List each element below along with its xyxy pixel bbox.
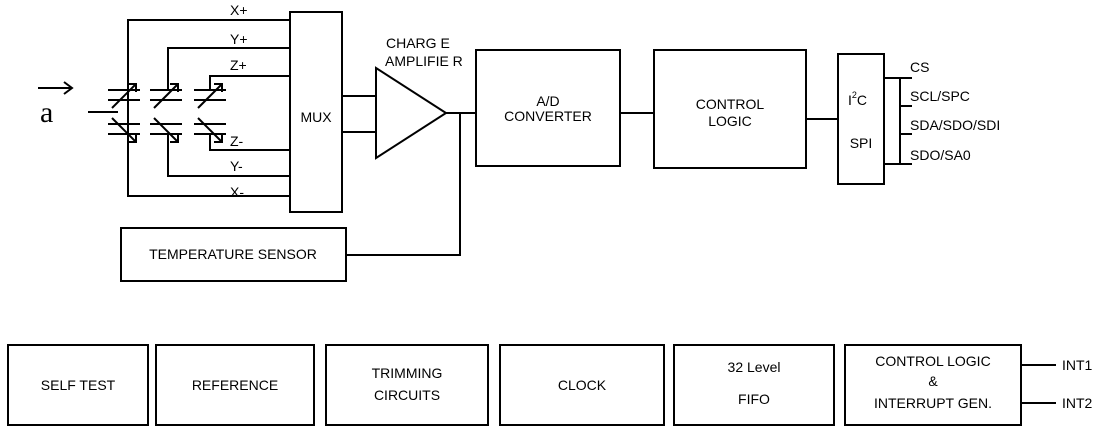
reference-label: REFERENCE — [192, 377, 278, 393]
spi-label: SPI — [850, 135, 873, 151]
i2c-superscript: 2 — [852, 90, 857, 100]
temperature-sensor-block — [120, 227, 347, 282]
interrupt-label-line1: CONTROL LOGIC — [875, 353, 990, 369]
i2c-c: C — [857, 92, 867, 108]
acceleration-symbol: a — [40, 96, 53, 129]
interface-block — [837, 53, 885, 185]
z-plus-label: Z+ — [230, 57, 247, 73]
fifo-label-line2: FIFO — [738, 391, 770, 407]
z-minus-label: Z- — [230, 133, 244, 149]
charge-amplifier-label-line1: CHARG E — [386, 35, 450, 51]
interrupt-generator-block — [844, 344, 1022, 426]
self-test-label: SELF TEST — [41, 377, 116, 393]
capacitor-z — [194, 83, 226, 143]
i2c-label: I2C — [848, 90, 867, 108]
trimming-label-line2: CIRCUITS — [374, 387, 440, 403]
y-minus-label: Y- — [230, 158, 243, 174]
i2c-i: I — [848, 92, 852, 108]
int2-label: INT2 — [1062, 395, 1093, 411]
charge-amplifier-label-line2: AMPLIFIE R — [385, 53, 463, 69]
reference-block — [155, 344, 315, 426]
y-plus-label: Y+ — [230, 31, 248, 47]
adc-label-line2: CONVERTER — [504, 108, 592, 124]
capacitor-x — [108, 83, 140, 143]
fifo-block — [673, 344, 835, 426]
pin-scl-spc-label: SCL/SPC — [910, 88, 970, 104]
adc-label-line1: A/D — [536, 93, 559, 109]
pin-sda-sdo-sdi-label: SDA/SDO/SDI — [910, 117, 1000, 133]
charge-amplifier-triangle — [375, 66, 448, 160]
x-minus-label: X- — [230, 184, 244, 200]
temperature-sensor-label: TEMPERATURE SENSOR — [149, 246, 317, 262]
control-logic-label-line1: CONTROL — [696, 96, 765, 112]
sensor-wires — [127, 19, 290, 197]
acceleration-input-arrow — [38, 81, 74, 95]
trimming-label-line1: TRIMMING — [372, 365, 443, 381]
int1-label: INT1 — [1062, 357, 1093, 373]
fifo-label-line1: 32 Level — [728, 359, 781, 375]
trimming-circuits-block — [325, 344, 489, 426]
capacitor-y — [150, 83, 182, 143]
interface-pin-wires — [884, 77, 912, 165]
clock-block — [499, 344, 665, 426]
sensing-element — [108, 83, 226, 143]
control-logic-block — [653, 49, 807, 169]
control-logic-label-line2: LOGIC — [708, 113, 752, 129]
interrupt-label-line2: & — [928, 373, 938, 389]
clock-label: CLOCK — [558, 377, 607, 393]
mux-block — [289, 11, 343, 213]
x-plus-label: X+ — [230, 2, 248, 18]
adc-block — [475, 49, 621, 167]
interrupt-label-line3: INTERRUPT GEN. — [874, 395, 992, 411]
pin-cs-label: CS — [910, 59, 929, 75]
mux-label: MUX — [300, 109, 332, 125]
pin-sdo-sa0-label: SDO/SA0 — [910, 147, 971, 163]
temp-sensor-wire — [346, 113, 461, 256]
self-test-block — [7, 344, 149, 426]
